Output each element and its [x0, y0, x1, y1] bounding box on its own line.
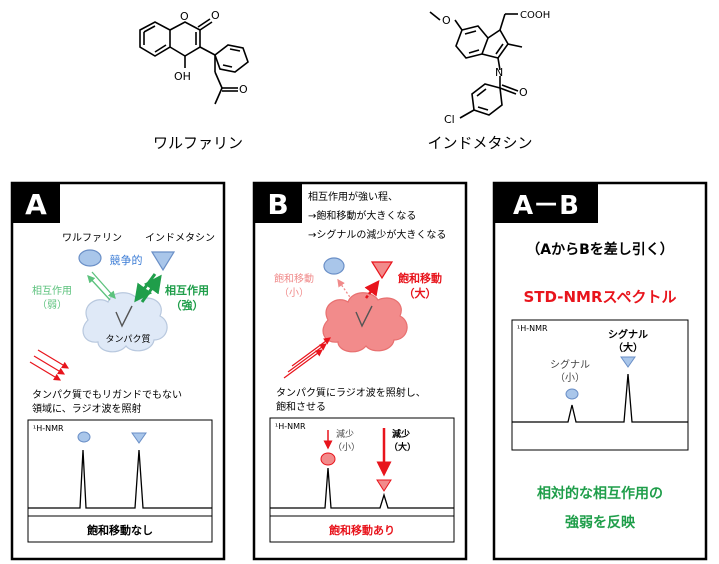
indomethacin-triangle-icon — [150, 251, 176, 272]
panel-a-spectrum-warfarin-icon — [77, 431, 91, 443]
indomethacin-carbonyl-oxygen: O — [519, 86, 528, 99]
conclusion-line1: 相対的な相互作用の — [537, 485, 663, 502]
panel-a-spectrum-indomethacin-icon — [131, 432, 147, 444]
decrease-large-label: 減少 — [392, 428, 410, 440]
warfarin-ring-oxygen: O — [180, 10, 189, 23]
indomethacin-methoxy-oxygen: O — [442, 14, 451, 27]
warfarin-ellipse-icon — [78, 249, 102, 267]
panel-b-radio-wave-arrows-icon — [283, 337, 331, 379]
panel-a-spectrum-trace — [28, 449, 212, 509]
panel-b-binding-site-notch — [355, 305, 373, 328]
panel-b-header-line2: →飽和移動が大きくなる — [308, 209, 416, 222]
panel-a-ligand2-label: インドメタシン — [145, 232, 215, 244]
signal-large-label: シグナル — [608, 328, 648, 341]
panel-b-spectrum-trace — [270, 467, 454, 509]
decrease-small-label: 減少 — [336, 428, 354, 440]
panel-a-minus-b: A－B （AからBを差し引く） STD-NMRスペクトル ¹H-NMR シグナル… — [492, 181, 708, 561]
panel-b-warfarin-icon — [323, 257, 345, 275]
weak-interaction-label-sub: （弱） — [37, 299, 67, 311]
weak-arrow-down-icon — [91, 271, 116, 299]
panel-b-indomethacin-icon — [370, 261, 394, 280]
conclusion-line2: 強弱を反映 — [565, 514, 636, 531]
strong-arrow-up-icon — [140, 274, 162, 303]
panel-b-desc-line2: 飽和させる — [276, 400, 326, 413]
indomethacin-cooh-label: COOH — [520, 10, 550, 21]
panel-ab-subtitle: （AからBを差し引く） — [526, 241, 674, 258]
competitive-label: 競争的 — [110, 253, 143, 267]
panel-a-badge: A — [25, 188, 47, 221]
warfarin-structure — [139, 18, 249, 105]
strong-interaction-label-sub: （強） — [171, 298, 204, 312]
protein-label: タンパク質 — [105, 333, 150, 345]
panel-b-header-line1: 相互作用が強い程、 — [308, 190, 398, 203]
panel-a-spectrum-frame — [27, 419, 213, 543]
panel-ab-warfarin-icon — [565, 388, 579, 400]
panel-a-ligand1-label: ワルファリン — [62, 233, 122, 244]
std-spectrum-trace — [512, 373, 688, 423]
radio-wave-arrows-icon — [29, 349, 70, 381]
panel-ab-badge: A－B — [513, 191, 579, 221]
panel-a: A ワルファリン インドメタシン 競争的 タンパク質 相互作用 （弱） 相互作用… — [10, 181, 226, 561]
panel-b-badge: B — [267, 188, 288, 221]
warfarin-carbonyl-oxygen: O — [211, 9, 220, 22]
warfarin-ketone-oxygen: O — [239, 83, 248, 96]
indomethacin-structure — [429, 11, 523, 119]
indomethacin-name: インドメタシン — [427, 134, 532, 152]
signal-large-label-sub: （大） — [613, 341, 643, 354]
small-transfer-arrow-icon — [337, 278, 353, 301]
panel-b-spectrum-warfarin-icon — [320, 452, 336, 466]
small-transfer-label-sub: （小） — [279, 287, 309, 299]
warfarin-name: ワルファリン — [153, 134, 243, 152]
large-transfer-arrow-icon — [364, 280, 380, 299]
saturated-protein-cloud-icon — [322, 292, 408, 353]
panel-b-nmr-label: ¹H-NMR — [275, 422, 306, 431]
panel-b: B 相互作用が強い程、 →飽和移動が大きくなる →シグナルの減少が大きくなる 飽… — [252, 181, 468, 561]
panel-b-spectrum-frame — [269, 417, 455, 543]
large-transfer-label: 飽和移動 — [397, 271, 442, 285]
panel-ab-nmr-label: ¹H-NMR — [517, 324, 548, 333]
strong-interaction-label: 相互作用 — [165, 283, 209, 297]
signal-small-label: シグナル — [550, 358, 590, 371]
panel-b-header-line3: →シグナルの減少が大きくなる — [308, 228, 446, 241]
warfarin-oh-label: OH — [174, 70, 191, 83]
small-transfer-label: 飽和移動 — [274, 272, 314, 285]
indomethacin-n-label: N — [495, 66, 503, 79]
panel-ab-spectrum-frame — [511, 319, 689, 451]
large-transfer-label-sub: （大） — [404, 286, 437, 300]
panel-a-caption: 飽和移動なし — [86, 523, 153, 537]
std-nmr-title: STD-NMRスペクトル — [524, 288, 677, 306]
decrease-large-label-sub: （大） — [389, 441, 416, 453]
panel-b-desc-line1: タンパク質にラジオ波を照射し、 — [276, 386, 426, 399]
panel-a-desc-line2: 領域に、ラジオ波を照射 — [32, 402, 142, 415]
weak-arrow-up-icon — [87, 275, 111, 301]
signal-small-label-sub: （小） — [555, 372, 585, 384]
panel-b-caption: 飽和移動あり — [328, 523, 395, 537]
decrease-small-label-sub: （小） — [333, 442, 360, 453]
indomethacin-cl-label: Cl — [444, 113, 455, 126]
panel-a-nmr-label: ¹H-NMR — [33, 424, 64, 433]
weak-interaction-label: 相互作用 — [32, 284, 72, 297]
binding-site-notch — [115, 305, 133, 328]
panel-a-desc-line1: タンパク質でもリガンドでもない — [32, 388, 182, 401]
panel-ab-indomethacin-icon — [620, 356, 636, 368]
panel-b-spectrum-indomethacin-icon — [376, 479, 392, 492]
